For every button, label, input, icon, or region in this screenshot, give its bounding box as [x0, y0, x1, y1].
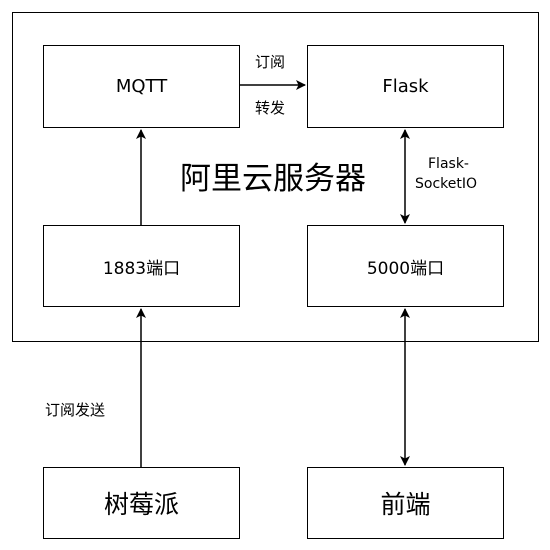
- flask-node: Flask: [307, 45, 504, 128]
- port-1883-node: 1883端口: [43, 225, 240, 307]
- mqtt-label: MQTT: [115, 76, 168, 97]
- port-5000-label: 5000端口: [366, 258, 445, 279]
- raspberry-pi-label: 树莓派: [103, 490, 179, 519]
- edge-label-subscribe: 订阅: [255, 53, 286, 71]
- aliyun-server-frame: [12, 12, 539, 342]
- edge-label-socketio-line2: SocketIO: [415, 176, 478, 192]
- edge-label-subscribe-send: 订阅发送: [45, 401, 106, 419]
- frontend-label: 前端: [380, 490, 431, 519]
- server-title: 阿里云服务器: [180, 161, 366, 197]
- edge-label-forward: 转发: [255, 99, 286, 117]
- port-1883-label: 1883端口: [102, 258, 181, 279]
- edge-label-socketio-line1: Flask-: [428, 156, 469, 172]
- port-5000-node: 5000端口: [307, 225, 504, 307]
- frontend-node: 前端: [307, 467, 504, 539]
- mqtt-node: MQTT: [43, 45, 240, 128]
- flask-label: Flask: [382, 76, 429, 97]
- raspberry-pi-node: 树莓派: [43, 467, 240, 539]
